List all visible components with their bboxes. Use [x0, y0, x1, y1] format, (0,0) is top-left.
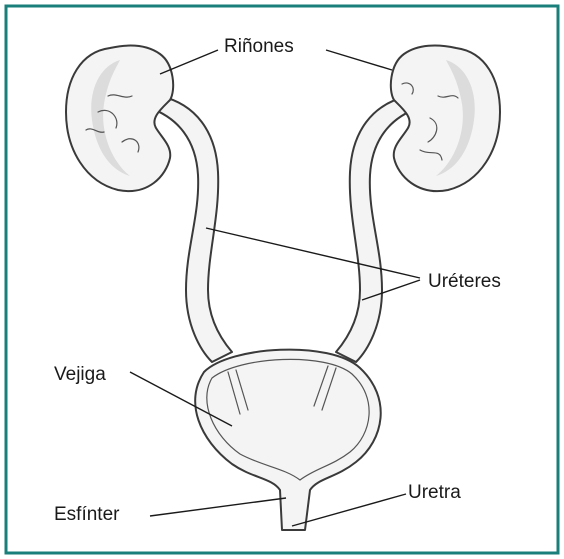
label-ureters: Uréteres	[428, 271, 501, 292]
label-sphincter: Esfínter	[54, 504, 120, 525]
label-urethra: Uretra	[408, 482, 461, 503]
label-bladder: Vejiga	[54, 364, 106, 385]
label-kidneys: Riñones	[224, 36, 294, 57]
